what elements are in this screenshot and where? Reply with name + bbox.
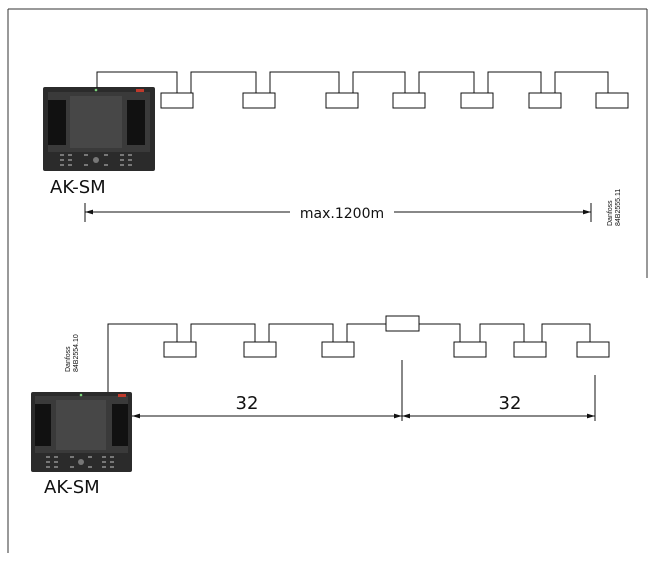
- field-unit-top: [160, 92, 194, 109]
- field-unit-bottom: [243, 341, 277, 358]
- ref-code-bottom-line1: Danfoss: [65, 346, 72, 372]
- controller-device-bottom: [31, 392, 132, 472]
- ref-code-top-line1: Danfoss: [607, 200, 614, 226]
- ref-code-bottom-line2: 84B2554.10: [73, 334, 80, 372]
- field-unit-top: [325, 92, 359, 109]
- controller-device-top: [43, 87, 155, 171]
- ref-code-top-line2: 84B2555.11: [615, 189, 622, 226]
- controller-label-bottom: AK-SM: [44, 477, 100, 498]
- top-diagram: AK-SM max.1200m Danfoss 84B2555.11: [43, 71, 629, 226]
- ref-code-bottom: Danfoss 84B2554.10: [65, 334, 80, 372]
- controller-label-top: AK-SM: [50, 177, 106, 198]
- field-unit-top: [528, 92, 562, 109]
- segment-left-label: 32: [236, 393, 259, 414]
- bus-line-bottom: [107, 323, 591, 392]
- field-unit-top: [460, 92, 494, 109]
- bus-line-top: [96, 71, 609, 93]
- bottom-diagram: Danfoss 84B2554.10 AK-SM: [31, 315, 610, 498]
- field-unit-bottom: [321, 341, 355, 358]
- field-unit-bottom: [453, 341, 487, 358]
- field-unit-top: [242, 92, 276, 109]
- distance-label: max.1200m: [300, 206, 384, 222]
- repeater-unit: [385, 315, 420, 332]
- field-unit-bottom: [163, 341, 197, 358]
- segment-right-label: 32: [499, 393, 522, 414]
- field-unit-bottom: [576, 341, 610, 358]
- field-unit-top: [392, 92, 426, 109]
- ref-code-top: Danfoss 84B2555.11: [607, 189, 622, 226]
- field-unit-top: [595, 92, 629, 109]
- field-unit-bottom: [513, 341, 547, 358]
